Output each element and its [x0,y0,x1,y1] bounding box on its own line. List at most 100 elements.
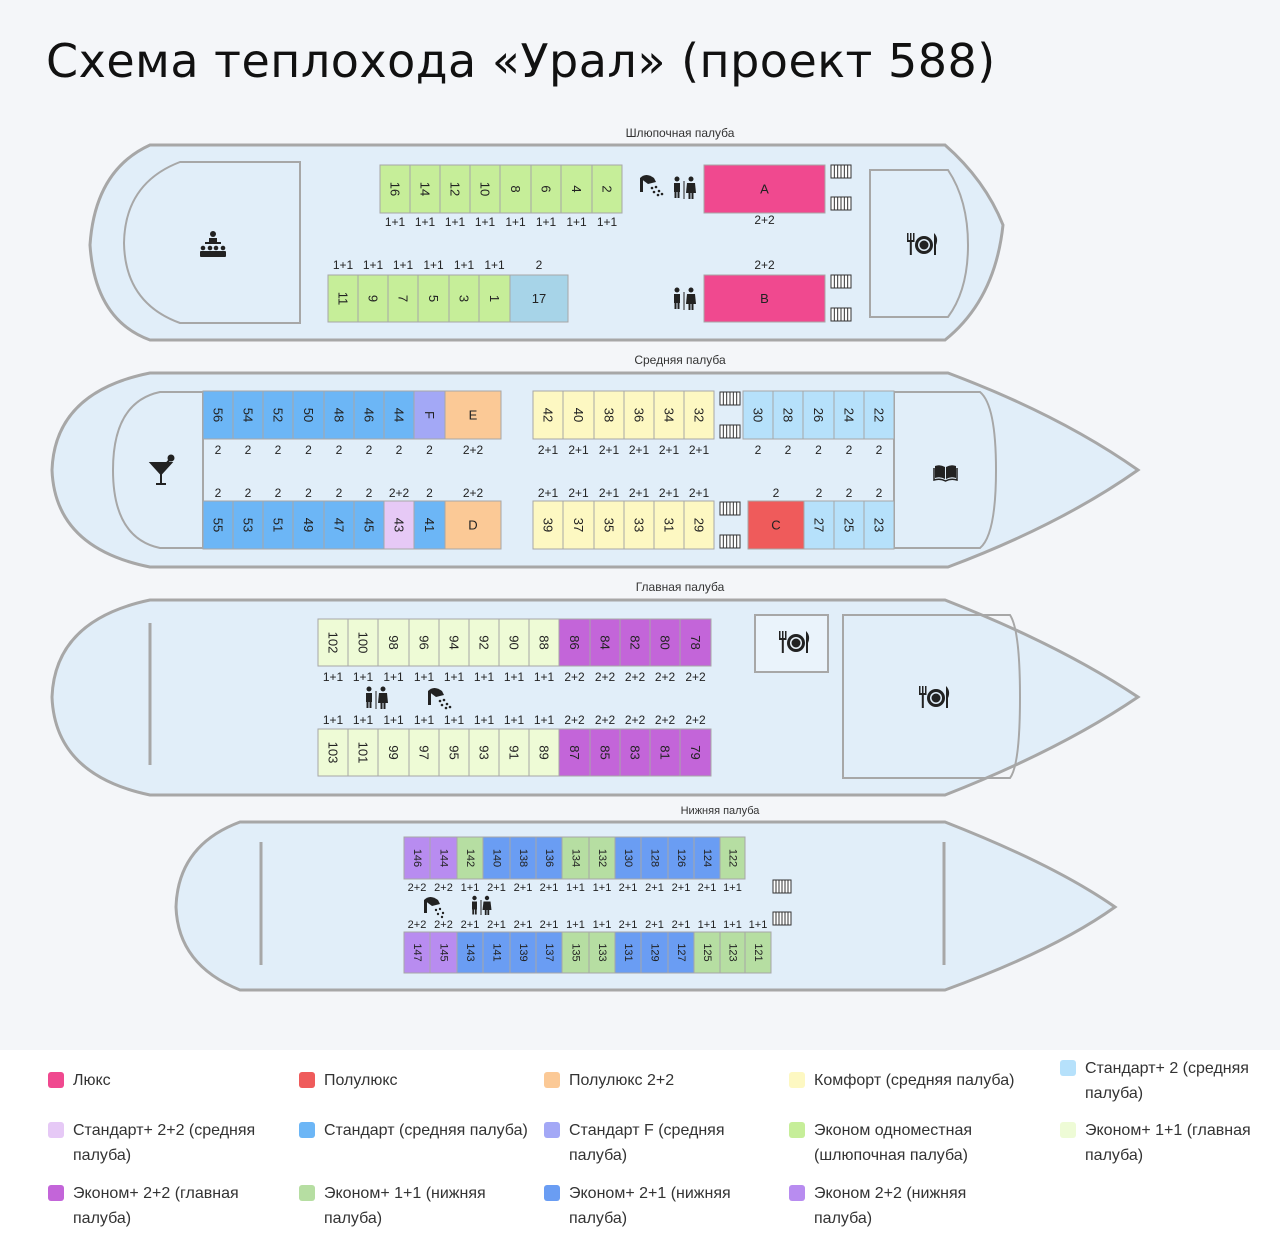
cabin-137[interactable]: 137 [535,931,563,974]
cabin-86[interactable]: 86 [558,618,591,667]
cabin-90[interactable]: 90 [498,618,530,667]
cabin-box[interactable] [409,164,441,214]
cabin-box[interactable] [327,274,359,323]
cabin-box[interactable] [509,274,569,323]
cabin-136[interactable]: 136 [535,836,563,880]
cabin-box[interactable] [482,836,511,880]
cabin-box[interactable] [417,274,450,323]
cabin-124[interactable]: 124 [693,836,721,880]
cabin-80[interactable]: 80 [649,618,681,667]
cabin-87[interactable]: 87 [558,728,591,777]
cabin-box[interactable] [347,728,379,777]
cabin-box[interactable] [719,836,746,880]
cabin-141[interactable]: 141 [482,931,511,974]
cabin-box[interactable] [558,618,591,667]
cabin-38[interactable]: 38 [593,390,625,440]
cabin-box[interactable] [444,390,502,440]
cabin-79[interactable]: 79 [679,728,712,777]
cabin-31[interactable]: 31 [653,500,685,550]
cabin-50[interactable]: 50 [292,390,325,440]
cabin-102[interactable]: 102 [317,618,349,667]
cabin-34[interactable]: 34 [653,390,685,440]
cabin-box[interactable] [560,164,593,214]
cabin-78[interactable]: 78 [679,618,712,667]
cabin-16[interactable]: 16 [379,164,411,214]
cabin-17[interactable]: 17 [509,274,569,323]
cabin-box[interactable] [413,390,446,440]
cabin-96[interactable]: 96 [408,618,440,667]
cabin-140[interactable]: 140 [482,836,511,880]
cabin-33[interactable]: 33 [623,500,655,550]
cabin-box[interactable] [498,728,530,777]
cabin-box[interactable] [323,500,355,550]
cabin-box[interactable] [593,390,625,440]
cabin-43[interactable]: 43 [383,500,415,550]
cabin-52[interactable]: 52 [262,390,294,440]
cabin-123[interactable]: 123 [719,931,746,974]
cabin-122[interactable]: 122 [719,836,746,880]
cabin-box[interactable] [323,390,355,440]
cabin-box[interactable] [703,274,826,323]
cabin-89[interactable]: 89 [528,728,560,777]
cabin-box[interactable] [772,390,804,440]
cabin-box[interactable] [744,931,772,974]
cabin-101[interactable]: 101 [347,728,379,777]
cabin-box[interactable] [649,618,681,667]
cabin-35[interactable]: 35 [593,500,625,550]
cabin-12[interactable]: 12 [439,164,471,214]
cabin-box[interactable] [379,164,411,214]
cabin-box[interactable] [528,618,560,667]
cabin-48[interactable]: 48 [323,390,355,440]
cabin-box[interactable] [438,728,470,777]
cabin-8[interactable]: 8 [499,164,532,214]
cabin-box[interactable] [403,931,431,974]
cabin-box[interactable] [232,390,264,440]
cabin-45[interactable]: 45 [353,500,385,550]
cabin-133[interactable]: 133 [588,931,616,974]
cabin-box[interactable] [202,390,234,440]
cabin-box[interactable] [667,931,695,974]
cabin-49[interactable]: 49 [292,500,325,550]
cabin-box[interactable] [833,500,865,550]
cabin-2[interactable]: 2 [591,164,623,214]
cabin-132[interactable]: 132 [588,836,616,880]
cabin-134[interactable]: 134 [561,836,590,880]
cabin-box[interactable] [532,500,564,550]
cabin-39[interactable]: 39 [532,500,564,550]
cabin-box[interactable] [456,836,484,880]
cabin-135[interactable]: 135 [561,931,590,974]
cabin-box[interactable] [803,500,835,550]
cabin-36[interactable]: 36 [623,390,655,440]
cabin-9[interactable]: 9 [357,274,389,323]
cabin-A[interactable]: A [703,164,826,214]
cabin-box[interactable] [558,728,591,777]
cabin-box[interactable] [403,836,431,880]
cabin-box[interactable] [593,500,625,550]
cabin-32[interactable]: 32 [683,390,715,440]
cabin-F[interactable]: F [413,390,446,440]
cabin-box[interactable] [509,931,537,974]
cabin-box[interactable] [614,931,642,974]
cabin-99[interactable]: 99 [377,728,410,777]
cabin-box[interactable] [408,728,440,777]
cabin-27[interactable]: 27 [803,500,835,550]
cabin-51[interactable]: 51 [262,500,294,550]
cabin-box[interactable] [353,500,385,550]
cabin-box[interactable] [623,500,655,550]
cabin-box[interactable] [438,618,470,667]
cabin-144[interactable]: 144 [429,836,458,880]
cabin-box[interactable] [429,836,458,880]
cabin-box[interactable] [683,500,715,550]
cabin-box[interactable] [653,500,685,550]
cabin-box[interactable] [429,931,458,974]
cabin-81[interactable]: 81 [649,728,681,777]
cabin-53[interactable]: 53 [232,500,264,550]
cabin-box[interactable] [561,931,590,974]
cabin-box[interactable] [469,164,501,214]
cabin-93[interactable]: 93 [468,728,500,777]
cabin-box[interactable] [802,390,835,440]
cabin-84[interactable]: 84 [589,618,621,667]
cabin-41[interactable]: 41 [413,500,446,550]
cabin-B[interactable]: B [703,274,826,323]
cabin-40[interactable]: 40 [562,390,595,440]
